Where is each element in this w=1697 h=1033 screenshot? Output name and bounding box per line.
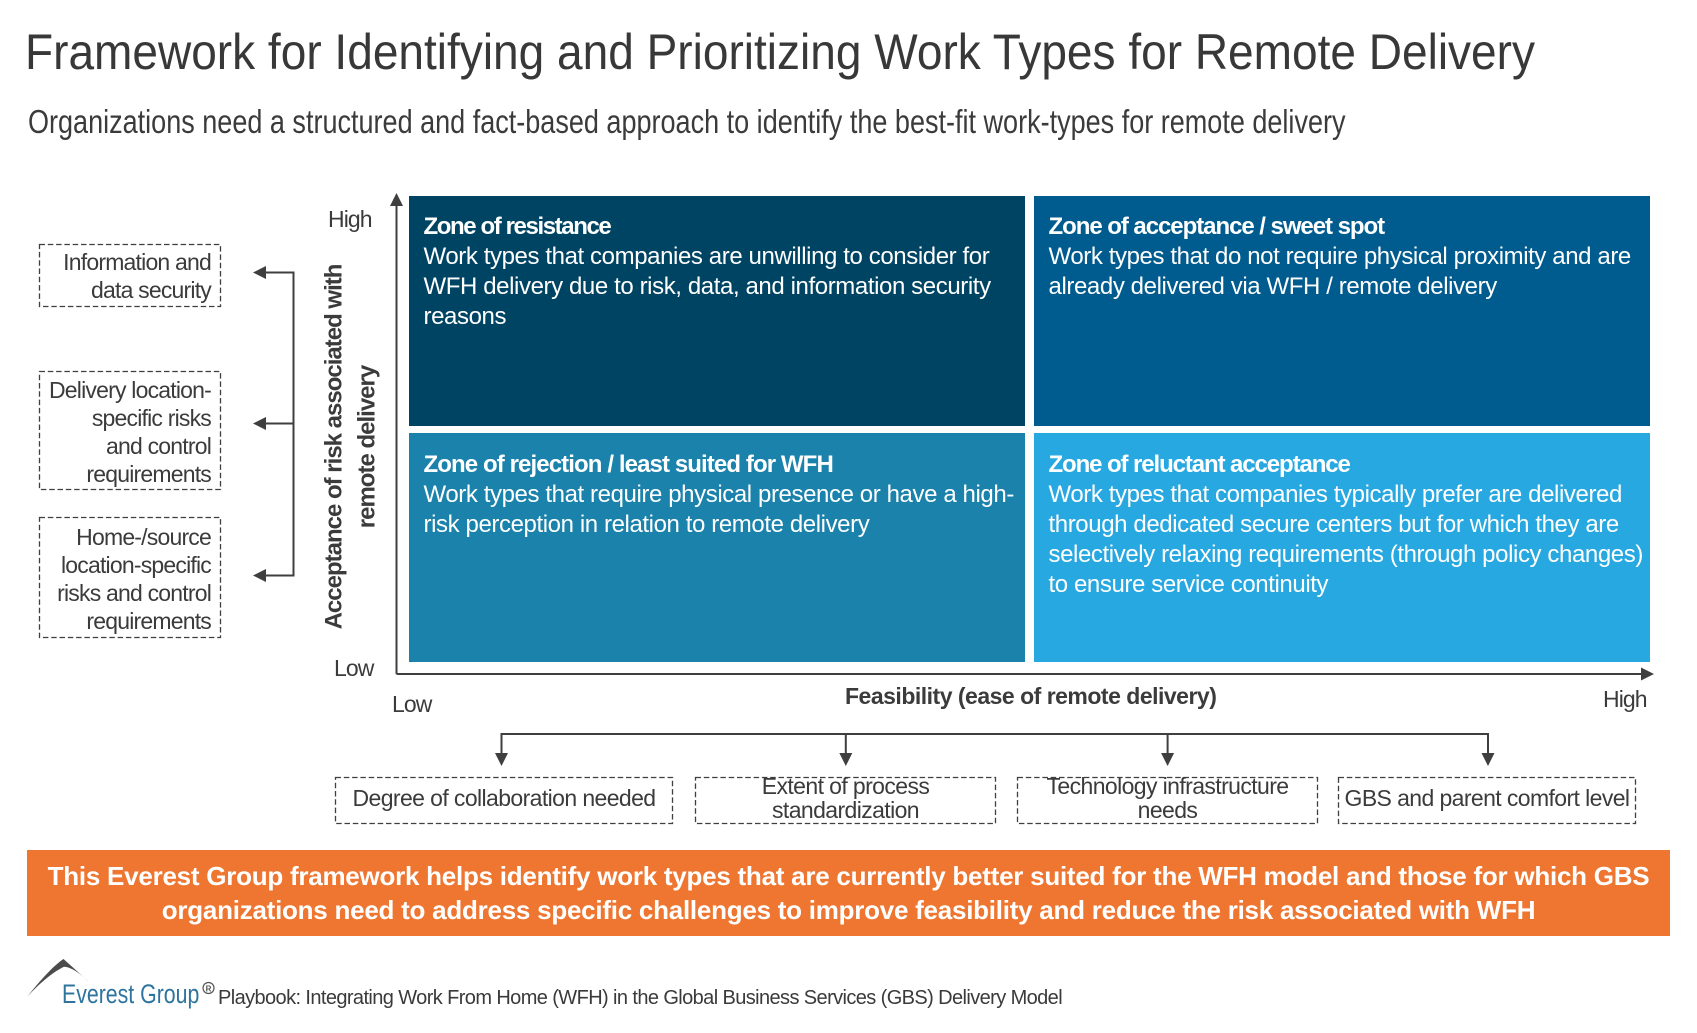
svg-text:R: R	[206, 985, 212, 994]
